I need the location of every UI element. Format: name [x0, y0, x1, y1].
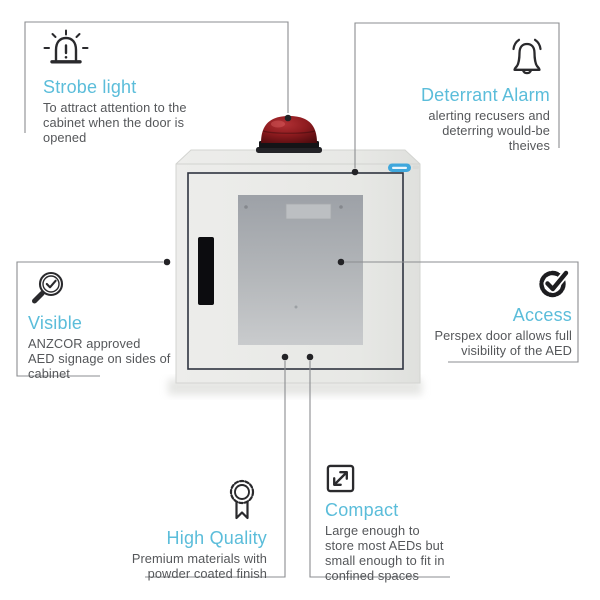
callout-alarm-body: alerting recusers and deterring would-be… [428, 107, 550, 153]
window-screw-left [244, 205, 248, 209]
strobe-light-icon [43, 29, 89, 64]
compact-anchor-dot [306, 353, 314, 361]
visible-anchor-dot [163, 258, 171, 266]
alarm-bell-icon [512, 38, 542, 75]
alarm-leader-line [354, 22, 560, 168]
callout-compact: Compact Large enough to store most AEDs … [325, 463, 475, 584]
door-frame [187, 172, 404, 370]
callout-quality: High Quality Premium materials with powd… [67, 477, 267, 582]
access-leader-line [345, 261, 579, 363]
callout-visible: Visible ANZCOR approved AED signage on s… [28, 270, 200, 382]
strobe-anchor-dot [284, 114, 292, 122]
magnifier-check-icon [32, 271, 64, 304]
callout-visible-title: Visible [28, 313, 83, 333]
leader-dots [163, 114, 359, 361]
callout-compact-title: Compact [325, 500, 399, 520]
callout-strobe-body: To attract attention to the cabinet when… [43, 99, 187, 145]
callout-quality-body: Premium materials with powder coated fin… [131, 550, 267, 581]
leader-lines [16, 21, 579, 578]
strobe-dome [261, 116, 317, 143]
callout-compact-body: Large enough to store most AEDs but smal… [325, 522, 445, 583]
callout-strobe-title: Strobe light [43, 77, 137, 97]
visible-leader-line [16, 261, 163, 377]
callout-alarm: Deterrant Alarm alerting recusers and de… [370, 35, 550, 154]
callout-access: Access Perspex door allows full visibili… [382, 266, 572, 359]
quality-anchor-dot [281, 353, 289, 361]
window-recess-plate [285, 203, 332, 220]
callout-strobe: Strobe light To attract attention to the… [43, 29, 215, 146]
brand-logo [388, 163, 419, 172]
check-badge-icon [539, 269, 570, 298]
door-handle [198, 237, 214, 305]
window-screw-right [339, 205, 343, 209]
callout-quality-title: High Quality [166, 528, 267, 548]
strobe-base [256, 147, 322, 153]
perspex-window [238, 195, 363, 345]
quality-leader-line [145, 361, 286, 578]
expand-arrows-icon [326, 464, 355, 493]
strobe-beacon [256, 116, 322, 153]
strobe-leader-line [24, 21, 289, 133]
callout-access-body: Perspex door allows full visibility of t… [434, 327, 572, 358]
access-anchor-dot [337, 258, 345, 266]
compact-leader-line [309, 361, 450, 578]
window-center-pin [294, 305, 298, 309]
callout-alarm-title: Deterrant Alarm [420, 85, 550, 105]
award-ribbon-icon [229, 479, 255, 520]
callout-access-title: Access [512, 305, 572, 325]
callout-visible-body: ANZCOR approved AED signage on sides of … [28, 335, 171, 381]
strobe-ridge [262, 130, 316, 134]
alarm-anchor-dot [351, 168, 359, 176]
strobe-highlight [271, 120, 285, 128]
